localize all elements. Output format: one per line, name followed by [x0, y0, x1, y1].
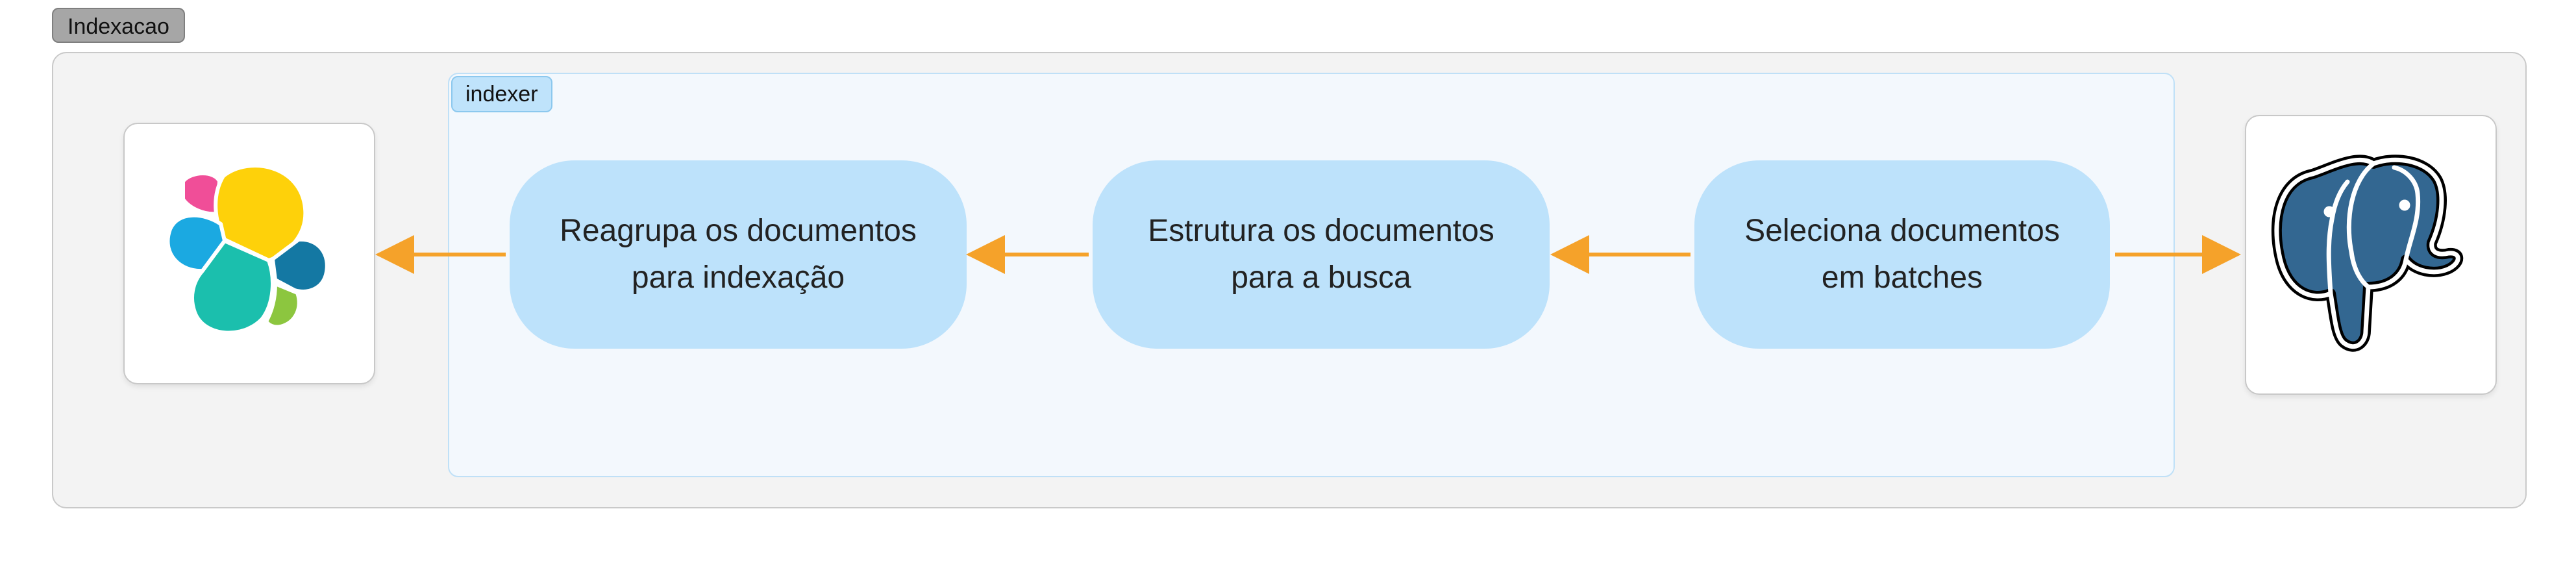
step-reagrupa[interactable]: Reagrupa os documentos para indexação: [510, 160, 967, 349]
postgresql-node[interactable]: [2245, 115, 2497, 395]
postgresql-elephant-icon: [2271, 154, 2464, 352]
step-estrutura[interactable]: Estrutura os documentos para a busca: [1093, 160, 1550, 349]
subgroup-label: indexer: [451, 76, 552, 112]
step-seleciona-line2: em batches: [1821, 260, 1983, 295]
step-estrutura-line2: para a busca: [1231, 260, 1411, 295]
elasticsearch-logo-icon: [166, 163, 329, 334]
step-seleciona[interactable]: Seleciona documentos em batches: [1694, 160, 2110, 349]
step-seleciona-line1: Seleciona documentos: [1744, 214, 2060, 248]
elasticsearch-node[interactable]: [123, 123, 375, 384]
step-reagrupa-line1: Reagrupa os documentos: [560, 214, 917, 248]
step-reagrupa-line2: para indexação: [631, 260, 845, 295]
group-label: Indexacao: [52, 8, 185, 43]
step-estrutura-line1: Estrutura os documentos: [1148, 214, 1494, 248]
